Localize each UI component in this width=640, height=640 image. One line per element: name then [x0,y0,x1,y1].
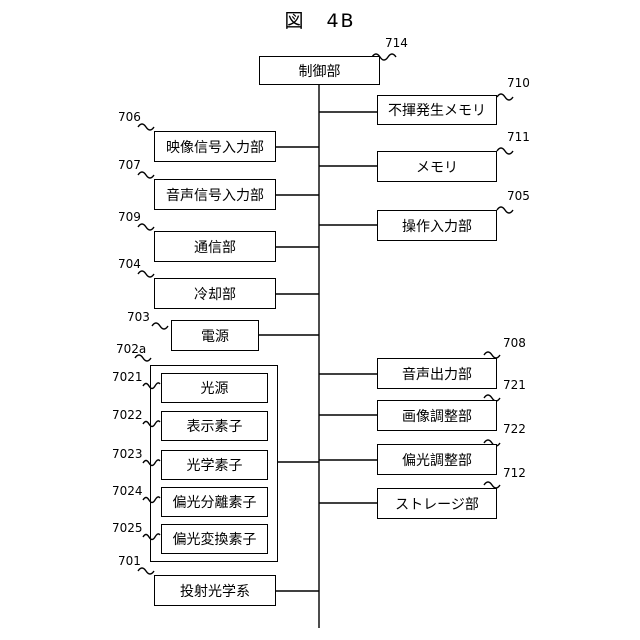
ref-708: 708 [503,336,526,350]
leader-707 [138,172,154,178]
block-power: 電源 [171,320,259,351]
block-nonvolatile-memory: 不揮発生メモリ [377,95,497,125]
block-storage: ストレージ部 [377,488,497,519]
block-memory: メモリ [377,151,497,182]
block-audio-output: 音声出力部 [377,358,497,389]
block-light-source: 光源 [161,373,268,403]
ref-702a: 702a [116,342,146,356]
ref-704: 704 [118,257,141,271]
block-projection-optics: 投射光学系 [154,575,276,606]
leader-703 [152,323,168,329]
ref-707: 707 [118,158,141,172]
block-polarization-adjust: 偏光調整部 [377,444,497,475]
block-cooling: 冷却部 [154,278,276,309]
ref-722: 722 [503,422,526,436]
ref-7021: 7021 [112,370,143,384]
block-optical-element: 光学素子 [161,450,268,480]
ref-709: 709 [118,210,141,224]
block-image-adjust: 画像調整部 [377,400,497,431]
ref-703: 703 [127,310,150,324]
ref-721: 721 [503,378,526,392]
leader-709 [138,224,154,230]
ref-706: 706 [118,110,141,124]
block-operation-input: 操作入力部 [377,210,497,241]
ref-712: 712 [503,466,526,480]
block-polarization-converter: 偏光変換素子 [161,524,268,554]
leader-704 [138,271,154,277]
ref-714: 714 [385,36,408,50]
block-video-input: 映像信号入力部 [154,131,276,162]
leader-701 [138,568,154,574]
leader-711 [497,148,513,154]
ref-7023: 7023 [112,447,143,461]
ref-7022: 7022 [112,408,143,422]
block-polarization-separator: 偏光分離素子 [161,487,268,517]
ref-7024: 7024 [112,484,143,498]
leader-706 [138,124,154,130]
figure-title: 図 4B [0,6,640,33]
block-display-element: 表示素子 [161,411,268,441]
leader-710 [497,94,513,100]
block-control: 制御部 [259,56,380,85]
ref-711: 711 [507,130,530,144]
ref-7025: 7025 [112,521,143,535]
ref-710: 710 [507,76,530,90]
block-audio-input: 音声信号入力部 [154,179,276,210]
ref-705: 705 [507,189,530,203]
ref-701: 701 [118,554,141,568]
block-communication: 通信部 [154,231,276,262]
leader-705 [497,207,513,213]
